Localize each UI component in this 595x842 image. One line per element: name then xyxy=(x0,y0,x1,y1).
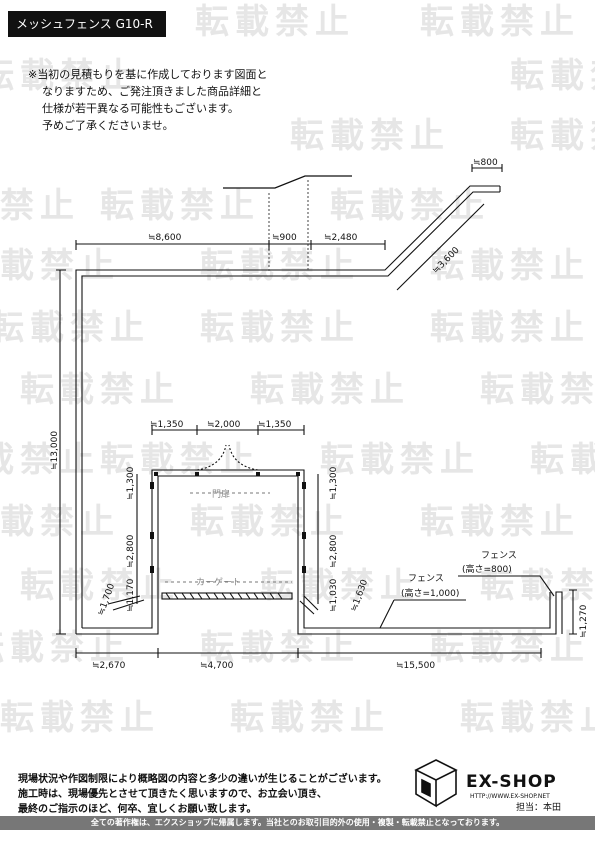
dim-bottom-line xyxy=(75,648,542,658)
notice-line: 施工時は、現場優先とさせて頂きたく思いますので、お立会い頂き、 xyxy=(18,789,327,800)
dim-right-line xyxy=(569,589,577,635)
dim-gate-2000: ≒2,000 xyxy=(207,420,241,430)
notice-line: 最終のご指示のほど、何卒、宜しくお願い致します。 xyxy=(18,804,257,815)
fence-outline-outer xyxy=(75,185,500,634)
dim-bottom-15500: ≒15,500 xyxy=(396,661,435,671)
notice-line: 現場状況や作図制限により概略図の内容と多少の違いが生じることがございます。 xyxy=(18,774,387,785)
note-line: 仕様が若干異なる可能性もございます。 xyxy=(42,102,239,115)
note-line: なりますため、ご発注頂きました商品詳細と xyxy=(42,85,262,98)
car-gate-mesh xyxy=(165,592,283,600)
fence-outline-inner xyxy=(81,191,500,628)
fence-1000-label: フェンス xyxy=(408,574,444,584)
car-gate-body xyxy=(161,592,293,600)
fence-800-leader xyxy=(458,575,555,597)
copyright-bar: 全ての著作権は、エクスショップに帰属します。当社とのお取引目的外の使用・複製・転… xyxy=(0,816,595,830)
dim-side-2800-right: ≒2,800 xyxy=(329,534,339,568)
dim-top-800: ≒800 xyxy=(473,158,498,168)
fence-800-label: フェンス xyxy=(481,551,517,561)
fence-1000-leader xyxy=(379,599,466,629)
dim-side-1630-right: ≒1,630 xyxy=(349,578,370,613)
car-gate-right-diagonal xyxy=(299,595,319,615)
dim-bottom-4700: ≒4,700 xyxy=(200,661,234,671)
elevation-profile xyxy=(223,175,352,189)
car-gate-label: カーゲート xyxy=(196,576,241,588)
dim-gate-line xyxy=(151,425,305,435)
dim-side-1300-right: ≒1,300 xyxy=(329,466,339,500)
dim-left-line xyxy=(56,269,66,635)
dim-diag-line xyxy=(396,203,485,291)
gate-door-left-arc xyxy=(196,444,227,471)
cube-icon xyxy=(414,759,458,808)
fence-outline-bottom-inner xyxy=(82,469,551,629)
dim-gate-1350-left: ≒1,350 xyxy=(150,420,184,430)
page-title: メッシュフェンス G10-R xyxy=(8,11,166,37)
dim-side-1700-left: ≒1,700 xyxy=(96,582,117,617)
dim-top-900: ≒900 xyxy=(272,233,297,243)
note-line: 予めご了承くださいませ。 xyxy=(42,119,174,132)
gate-label: 門扉 xyxy=(212,488,230,500)
fence-posts xyxy=(150,472,306,573)
dim-side-1300-left: ≒1,300 xyxy=(126,466,136,500)
dim-side-1030-right: ≒1,030 xyxy=(329,578,339,612)
dim-top-2480: ≒2,480 xyxy=(324,233,358,243)
dim-top-8600: ≒8,600 xyxy=(148,233,182,243)
staff-in-charge: 担当：本田 xyxy=(516,803,562,813)
dim-side-2800-left: ≒2,800 xyxy=(126,534,136,568)
dim-bottom-2670: ≒2,670 xyxy=(92,661,126,671)
dim-top-line xyxy=(75,240,386,250)
dim-left-13000: ≒13,000 xyxy=(50,431,60,470)
dim-side-1170-left: ≒1,170 xyxy=(126,578,136,612)
brand-url: HTTP://WWW.EX-SHOP.NET xyxy=(470,793,550,800)
dim-right-1270: ≒1,270 xyxy=(579,604,589,638)
dim-top800-line xyxy=(471,164,503,172)
dim-gate-1350-right: ≒1,350 xyxy=(258,420,292,430)
site-notice: 現場状況や作図制限により概略図の内容と多少の違いが生じることがございます。 施工… xyxy=(18,772,387,817)
note-line: ※当初の見積もりを基に作成しております図面と xyxy=(28,68,268,81)
disclaimer-note: ※当初の見積もりを基に作成しております図面と なりますため、ご発注頂きました商品… xyxy=(28,66,268,134)
brand-name: EX-SHOP xyxy=(466,772,557,792)
elevation-guide xyxy=(268,180,309,272)
fence-outline-bottom-outer xyxy=(76,475,563,635)
ex-shop-logo xyxy=(414,759,458,808)
dim-diag-3600: ≒3,600 xyxy=(431,245,462,276)
car-gate-left-diagonal xyxy=(107,595,145,611)
fence-1000-height: (高さ=1,000) xyxy=(401,587,459,599)
gate-door-right-arc xyxy=(228,444,259,471)
fence-800-height: (高さ=800) xyxy=(462,563,512,575)
